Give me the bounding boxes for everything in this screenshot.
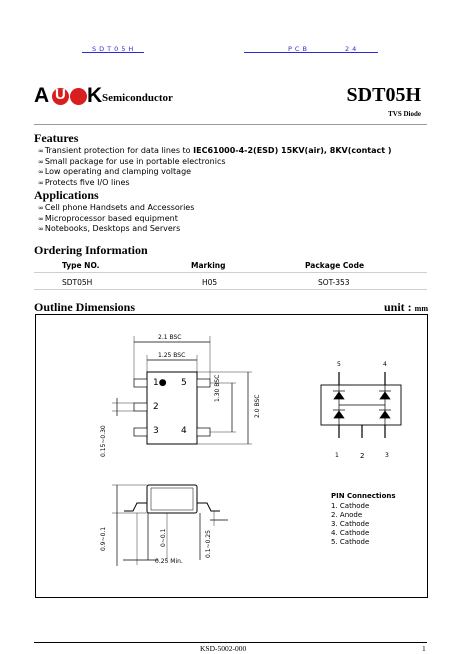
application-item: ∞Cell phone Handsets and Accessories bbox=[38, 203, 195, 212]
lead-left-2 bbox=[133, 402, 148, 412]
header-part-code: SDT05H bbox=[92, 45, 137, 53]
ordering-col-package: Package Code bbox=[305, 261, 365, 270]
logo-letter-k: K bbox=[87, 84, 103, 107]
schematic-pin-5: 5 bbox=[337, 361, 341, 368]
logo-letter-u: U bbox=[55, 86, 66, 103]
pin-connections-heading: PIN Connections bbox=[331, 492, 396, 500]
lead-right-4 bbox=[196, 427, 211, 437]
product-subtitle: TVS Diode bbox=[388, 110, 421, 118]
ordering-cell-marking: H05 bbox=[202, 278, 218, 287]
dim-body-width: 1.25 BSC bbox=[158, 352, 186, 359]
title-divider bbox=[34, 124, 427, 125]
logo-red-disc-2 bbox=[70, 88, 87, 105]
ordering-header-rule bbox=[34, 272, 427, 273]
dim-lead-thickness: 0.1~0.25 bbox=[205, 530, 212, 558]
company-logo: A U K Semiconductor bbox=[34, 84, 174, 110]
diode-icon bbox=[379, 410, 391, 419]
infinity-icon: ∞ bbox=[38, 204, 44, 212]
outline-drawing-frame bbox=[35, 314, 428, 598]
header-pcb-label: PCB bbox=[288, 45, 310, 53]
pin-connection-item: 4. Cathode bbox=[331, 529, 370, 537]
schematic-pin-2: 2 bbox=[360, 452, 365, 460]
ordering-col-marking: Marking bbox=[191, 261, 226, 270]
feature-item: ∞Low operating and clamping voltage bbox=[38, 167, 192, 176]
pin-connections-list: 1. Cathode 2. Anode 3. Cathode 4. Cathod… bbox=[331, 502, 369, 547]
unit-label: unit : mm bbox=[383, 300, 428, 314]
features-list: ∞Transient protection for data lines to … bbox=[38, 146, 392, 188]
application-item: ∞Microprocessor based equipment bbox=[38, 213, 178, 223]
top-pin-5: 5 bbox=[181, 378, 187, 388]
ordering-cell-type: SDT05H bbox=[62, 278, 93, 287]
pin-connection-item: 5. Cathode bbox=[331, 538, 370, 546]
dim-pitch-height: 1.30 BSC bbox=[214, 374, 221, 402]
package-body-side-view bbox=[146, 484, 198, 514]
footer-rule bbox=[34, 642, 427, 643]
outline-heading: Outline Dimensions bbox=[34, 300, 136, 314]
logo-company-word: Semiconductor bbox=[102, 92, 173, 104]
lead-left-1 bbox=[133, 378, 148, 388]
pin-connection-item: 3. Cathode bbox=[331, 520, 370, 528]
application-item: ∞Notebooks, Desktops and Servers bbox=[38, 224, 181, 233]
ordering-col-type: Type NO. bbox=[62, 261, 100, 270]
logo-letter-a: A bbox=[34, 84, 50, 107]
infinity-icon: ∞ bbox=[38, 214, 44, 223]
applications-list: ∞Cell phone Handsets and Accessories ∞Mi… bbox=[38, 203, 194, 235]
ordering-cell-package: SOT-353 bbox=[318, 278, 350, 287]
top-pin-2: 2 bbox=[153, 402, 159, 412]
pin-connection-item: 1. Cathode bbox=[331, 502, 370, 510]
infinity-icon: ∞ bbox=[38, 147, 44, 155]
schematic-pin-1: 1 bbox=[335, 452, 339, 459]
dim-lead-length: 0.25 Min. bbox=[155, 558, 183, 565]
header-pcb-value: 24 bbox=[345, 45, 360, 53]
feature-item: ∞Protects five I/O lines bbox=[38, 177, 130, 187]
diode-icon bbox=[333, 410, 345, 419]
lead-left-3 bbox=[133, 427, 148, 437]
lead-right-5 bbox=[196, 378, 211, 388]
infinity-icon: ∞ bbox=[38, 168, 44, 176]
ordering-heading: Ordering Information bbox=[34, 243, 148, 257]
feature-item: ∞Transient protection for data lines to … bbox=[38, 146, 392, 155]
dim-package-height: 0.9~0.1 bbox=[100, 526, 107, 551]
features-heading: Features bbox=[34, 131, 79, 145]
footer-page-number: 1 bbox=[422, 644, 426, 653]
footer-doc-number: KSD-5002-000 bbox=[200, 644, 247, 653]
top-pin-3: 3 bbox=[153, 426, 159, 436]
product-title: SDT05H bbox=[346, 84, 421, 106]
top-pin-4: 4 bbox=[181, 426, 187, 436]
applications-heading: Applications bbox=[34, 188, 99, 202]
infinity-icon: ∞ bbox=[38, 178, 44, 187]
dim-overall-height: 2.0 BSC bbox=[254, 394, 261, 418]
dim-overall-width: 2.1 BSC bbox=[158, 334, 182, 341]
logo-red-disc-1 bbox=[52, 88, 69, 105]
diode-icon bbox=[379, 391, 391, 400]
feature-item: ∞Small package for use in portable elect… bbox=[38, 156, 226, 166]
header-rule-left bbox=[82, 52, 144, 53]
top-pin-1: 1● bbox=[153, 378, 167, 388]
dim-standoff: 0~0.1 bbox=[160, 528, 167, 547]
ordering-bottom-rule bbox=[34, 289, 427, 290]
dim-lead-width: 0.15~0.30 bbox=[100, 425, 107, 457]
pin-connection-item: 2. Anode bbox=[331, 511, 363, 519]
diode-icon bbox=[333, 391, 345, 400]
header-rule-right bbox=[244, 52, 378, 53]
infinity-icon: ∞ bbox=[38, 225, 44, 233]
schematic-frame bbox=[320, 384, 402, 426]
infinity-icon: ∞ bbox=[38, 157, 44, 166]
schematic-pin-4: 4 bbox=[383, 361, 387, 368]
schematic-pin-3: 3 bbox=[385, 452, 389, 459]
